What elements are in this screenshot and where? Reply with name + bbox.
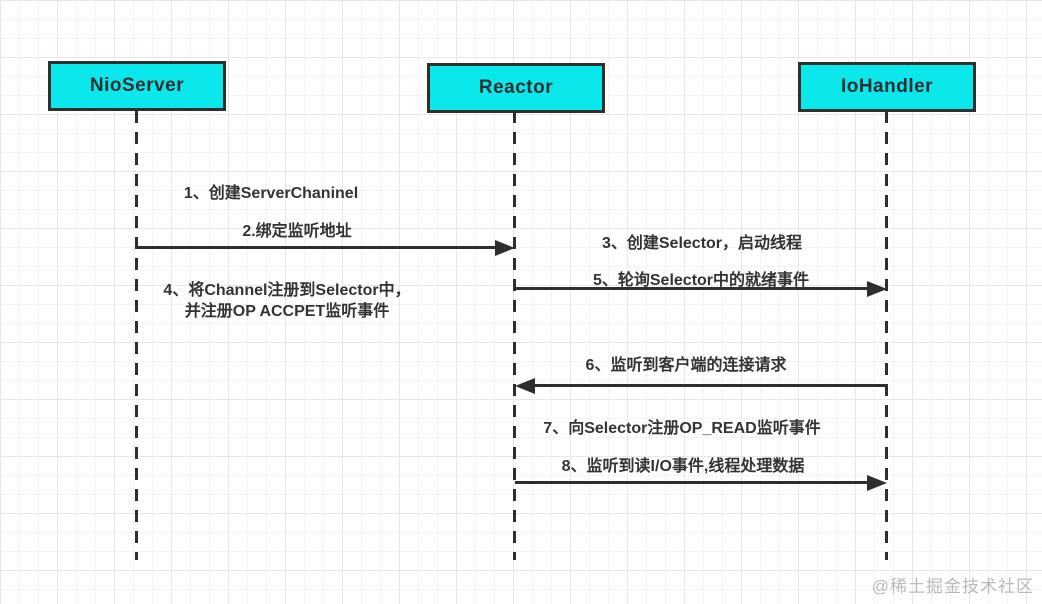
actor-box-reactor: Reactor bbox=[427, 63, 605, 113]
arrow-right-icon bbox=[867, 281, 887, 297]
message-label-6: 6、监听到客户端的连接请求 bbox=[585, 357, 787, 374]
actor-box-nioserver: NioServer bbox=[48, 61, 226, 111]
arrow-shaft bbox=[137, 246, 498, 249]
actor-label-nioserver: NioServer bbox=[89, 75, 185, 96]
message-arrow-reactor-to-iohandler-read bbox=[515, 475, 887, 491]
message-arrow-nioserver-to-reactor bbox=[137, 240, 515, 256]
actor-label-iohandler: IoHandler bbox=[840, 76, 934, 97]
message-label-8: 8、监听到读I/O事件,线程处理数据 bbox=[561, 458, 805, 475]
message-arrow-reactor-to-iohandler-poll bbox=[515, 281, 887, 297]
message-label-3: 3、创建Selector，启动线程 bbox=[601, 235, 803, 252]
arrow-right-icon bbox=[867, 475, 887, 491]
arrow-left-icon bbox=[515, 378, 535, 394]
actor-label-reactor: Reactor bbox=[478, 77, 554, 98]
message-label-5: 5、轮询Selector中的就绪事件 bbox=[592, 272, 810, 289]
message-label-7: 7、向Selector注册OP_READ监听事件 bbox=[543, 420, 821, 437]
watermark: @稀土掘金技术社区 bbox=[871, 577, 1034, 596]
message-label-4-line2: 并注册OP ACCPET监听事件 bbox=[184, 303, 390, 320]
lifeline-nioserver bbox=[135, 111, 138, 560]
message-label-4: 4、将Channel注册到Selector中， 并注册OP ACCPET监听事件 bbox=[163, 280, 410, 322]
message-label-2: 2.绑定监听地址 bbox=[242, 223, 352, 240]
lifeline-iohandler bbox=[885, 111, 888, 560]
message-label-1: 1、创建ServerChaninel bbox=[183, 185, 359, 202]
arrow-shaft bbox=[515, 481, 870, 484]
arrow-shaft bbox=[515, 287, 870, 290]
arrow-right-icon bbox=[495, 240, 515, 256]
actor-box-iohandler: IoHandler bbox=[798, 62, 976, 112]
message-label-4-line1: 4、将Channel注册到Selector中， bbox=[163, 282, 411, 299]
message-arrow-iohandler-to-reactor bbox=[515, 378, 887, 394]
arrow-shaft bbox=[532, 384, 887, 387]
lifeline-reactor bbox=[513, 111, 516, 560]
